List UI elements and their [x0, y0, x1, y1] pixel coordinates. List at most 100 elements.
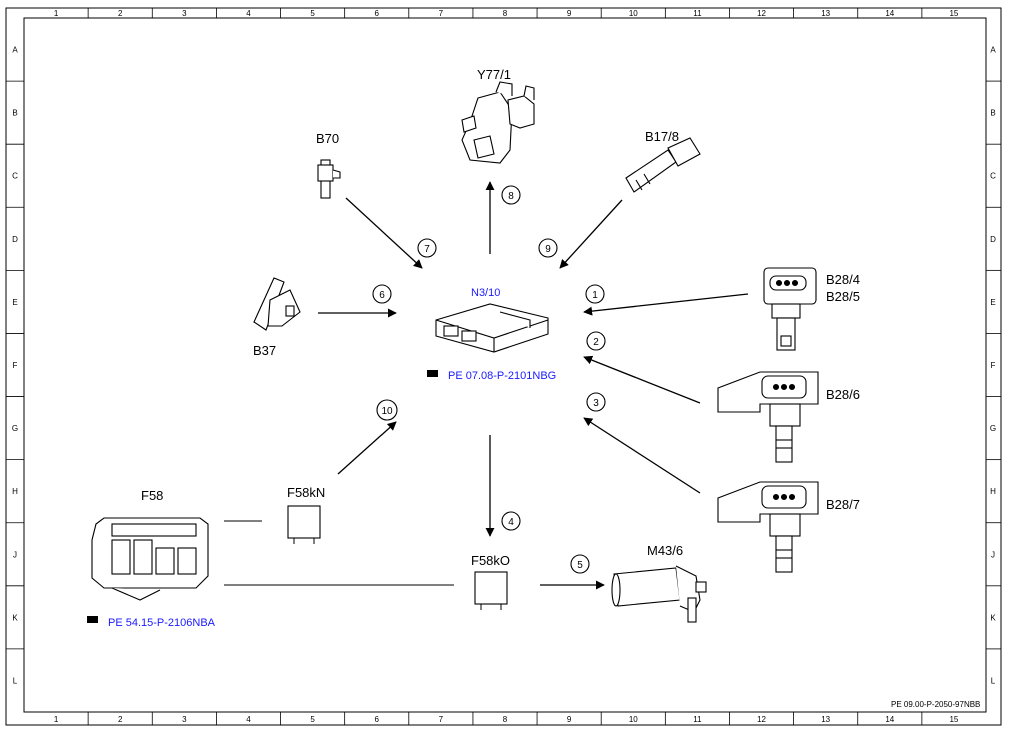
grid-row-label: G [990, 424, 996, 433]
grid-col-label: 7 [439, 9, 444, 18]
f58kn-relay-icon [287, 505, 321, 539]
b28-5-label: B28/5 [826, 289, 860, 304]
grid-row-label: H [990, 487, 996, 496]
y77-label: Y77/1 [477, 67, 511, 82]
m43-label: M43/6 [647, 543, 683, 558]
grid-row-label: E [12, 298, 17, 307]
marker-3: 3 [593, 398, 599, 409]
marker-10: 10 [381, 406, 393, 417]
hand-pointer-icon [427, 370, 438, 377]
grid-row-label: E [990, 298, 995, 307]
grid-row-label: F [991, 361, 996, 370]
arrow-3 [583, 417, 701, 494]
grid-row-label: D [990, 235, 996, 244]
grid-col-label: 1 [54, 715, 59, 724]
grid-col-label: 13 [821, 715, 830, 724]
grid-col-label: 11 [693, 9, 702, 18]
marker-1: 1 [592, 290, 598, 301]
grid-col-label: 10 [629, 9, 638, 18]
grid-row-label: H [12, 487, 18, 496]
grid-row-label: K [12, 613, 18, 622]
arrow-7 [345, 197, 423, 269]
hand-pointer-icon [87, 616, 98, 623]
marker-9: 9 [545, 244, 551, 255]
inner-frame [23, 17, 987, 713]
outer-frame [5, 7, 1002, 726]
grid-col-label: 8 [503, 9, 508, 18]
grid-row-label: J [991, 550, 995, 559]
arrow-10 [337, 421, 397, 475]
grid-col-label: 3 [182, 9, 187, 18]
b28-6-label: B28/6 [826, 387, 860, 402]
arrow-1 [583, 293, 749, 316]
ecu-ref-text[interactable]: PE 07.08-P-2101NBG [448, 370, 556, 382]
grid-row-label: L [991, 676, 996, 685]
b17-label: B17/8 [645, 129, 679, 144]
marker-8: 8 [508, 191, 514, 202]
b70-sensor-icon [317, 159, 341, 199]
b28-7-label: B28/7 [826, 497, 860, 512]
grid-col-label: 7 [439, 715, 444, 724]
grid-col-label: 6 [375, 9, 380, 18]
marker-5: 5 [577, 560, 583, 571]
f58-label: F58 [141, 488, 163, 503]
f58kn-label: F58kN [287, 485, 325, 500]
b28-7-sensor-icon [717, 481, 819, 573]
number-markers [372, 185, 606, 574]
b17-sensor-icon [625, 137, 701, 193]
m43-pump-icon [611, 565, 707, 623]
b37-label: B37 [253, 343, 276, 358]
grid-col-label: 14 [885, 9, 894, 18]
grid-row-label: L [13, 676, 18, 685]
signal-arrows [318, 181, 749, 590]
marker-4: 4 [508, 517, 514, 528]
marker-2: 2 [593, 337, 599, 348]
grid-row-label: A [990, 46, 996, 55]
grid-col-label: 3 [182, 715, 187, 724]
grid-col-label: 4 [246, 9, 251, 18]
grid-col-label: 12 [757, 9, 766, 18]
b28-4-label: B28/4 [826, 272, 860, 287]
f58ko-label: F58kO [471, 553, 510, 568]
ecu-ref-link[interactable]: PE 07.08-P-2101NBG [427, 370, 556, 382]
grid-col-label: 2 [118, 715, 123, 724]
grid-col-label: 9 [567, 9, 572, 18]
ecu-label: N3/10 [471, 287, 500, 299]
grid-col-label: 15 [949, 9, 958, 18]
f58-ref-link[interactable]: PE 54.15-P-2106NBA [87, 616, 216, 629]
grid-row-label: B [12, 109, 17, 118]
grid-col-label: 13 [821, 9, 830, 18]
f58ko-relay-icon [474, 571, 508, 605]
grid-col-label: 2 [118, 9, 123, 18]
grid-col-label: 10 [629, 715, 638, 724]
grid-col-label: 11 [693, 715, 702, 724]
grid-col-label: 5 [310, 9, 315, 18]
grid-row-label: K [990, 613, 996, 622]
b70-label: B70 [316, 131, 339, 146]
grid-row-label: C [990, 172, 996, 181]
grid-col-label: 5 [310, 715, 315, 724]
arrow-9 [559, 199, 623, 269]
grid-col-label: 4 [246, 715, 251, 724]
marker-6: 6 [379, 290, 385, 301]
grid-ruler: 1122334455667788991010111112121313141415… [6, 8, 1001, 725]
grid-col-label: 8 [503, 715, 508, 724]
footer-code: PE 09.00-P-2050-97NBB [891, 700, 980, 709]
grid-col-label: 14 [885, 715, 894, 724]
grid-row-label: G [12, 424, 18, 433]
n3-10-ecu-icon [435, 303, 549, 353]
grid-col-label: 9 [567, 715, 572, 724]
marker-7: 7 [424, 244, 430, 255]
grid-row-label: C [12, 172, 18, 181]
grid-row-label: J [13, 550, 17, 559]
y77-valve-icon [461, 81, 535, 164]
grid-row-label: B [990, 109, 995, 118]
grid-row-label: F [13, 361, 18, 370]
arrow-2 [583, 355, 701, 404]
grid-col-label: 1 [54, 9, 59, 18]
grid-col-label: 15 [949, 715, 958, 724]
b37-pedal-icon [253, 277, 301, 331]
f58-ref-text[interactable]: PE 54.15-P-2106NBA [108, 617, 216, 629]
